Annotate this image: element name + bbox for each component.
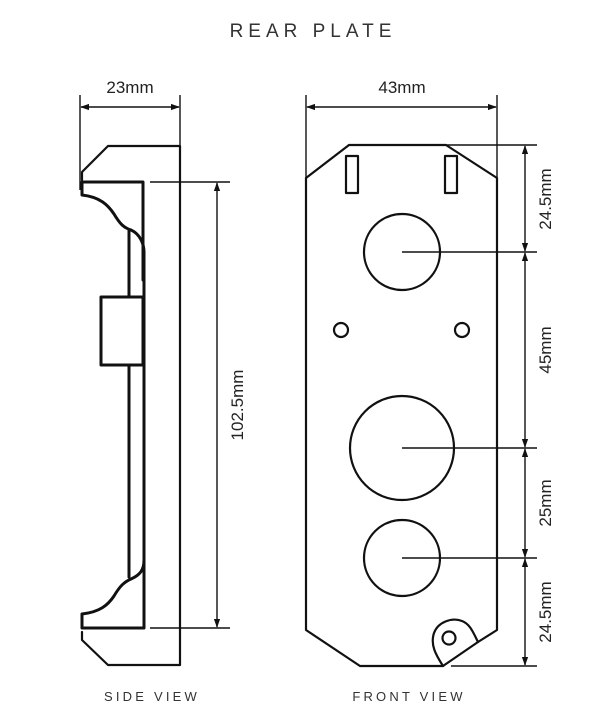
dim-label-third: 25mm: [536, 479, 555, 526]
front-tab-hole: [441, 630, 457, 646]
side-back-profile: [80, 144, 182, 667]
side-height-label: 102.5mm: [228, 370, 247, 441]
side-lower-lip: [80, 558, 146, 630]
drawing-title: REAR PLATE: [230, 21, 397, 42]
side-view: 23mm 102.5mm SIDE VIEW: [79, 78, 247, 704]
front-mount-hole-left: [332, 321, 350, 339]
dim-label-bottom: 24.5mm: [536, 581, 555, 642]
front-plate-outline: [304, 143, 499, 668]
dim-label-top: 24.5mm: [536, 168, 555, 229]
side-height-dimension: 102.5mm: [150, 181, 247, 629]
front-slot-right: [443, 154, 459, 195]
front-vertical-dimensions: 24.5mm 45mm 25mm 24.5mm: [521, 145, 555, 666]
side-view-caption: SIDE VIEW: [104, 689, 200, 704]
front-view-caption: FRONT VIEW: [352, 689, 465, 704]
side-clip-box: [99, 295, 145, 367]
dim-label-second: 45mm: [536, 326, 555, 373]
front-width-dimension: 43mm: [305, 78, 498, 178]
side-width-dimension: 23mm: [79, 78, 181, 190]
side-upper-lip: [80, 180, 146, 282]
front-bottom-tab: [431, 618, 480, 668]
front-mount-hole-right: [453, 321, 471, 339]
side-width-label: 23mm: [106, 78, 153, 97]
front-slot-left: [344, 154, 360, 195]
front-view: 43mm 24.5mm 45mm 25mm 24.5: [304, 78, 555, 704]
front-width-label: 43mm: [378, 78, 425, 97]
